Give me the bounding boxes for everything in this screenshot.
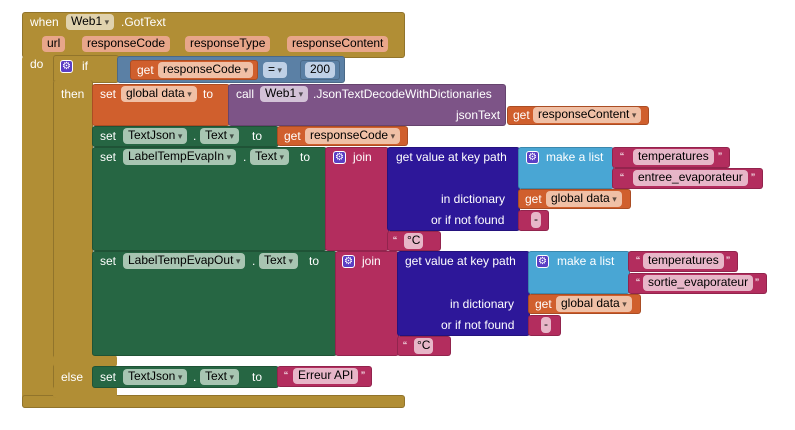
param-responseCode[interactable]: responseCode [82,36,171,52]
component-dropdown[interactable]: TextJson [123,128,188,144]
text-value[interactable]: entree_evaporateur [633,170,748,186]
param-url[interactable]: url [42,36,66,52]
set-label: set [100,150,117,164]
when-label: when [30,15,59,29]
not-found-label: or if not found [441,318,515,332]
component-dropdown[interactable]: LabelTempEvapOut [123,253,246,269]
text-value[interactable]: sortie_evaporateur [643,275,754,291]
text-value[interactable]: Erreur API [293,368,359,384]
call-component-dropdown[interactable]: Web1 [260,86,309,102]
dot-label: . [243,150,247,164]
mutator-gear-icon[interactable]: ⚙ [60,60,73,73]
component-dropdown[interactable]: LabelTempEvapIn [123,149,237,165]
method-label: .JsonTextDecodeWithDictionaries [313,87,492,101]
property-dropdown[interactable]: Text [200,369,240,385]
join-label: join [362,254,381,268]
get-value-at-key-path-block[interactable] [387,147,520,231]
make-list-label: make a list [557,254,615,268]
if-bottom [53,386,117,398]
dot-label: . [252,254,256,268]
get-label: get [535,297,552,311]
dot-label: . [193,129,197,143]
if-column [53,80,93,398]
var-dropdown[interactable]: global data [546,191,622,207]
in-dictionary-label: in dictionary [441,192,506,206]
set-label: set [100,87,117,101]
property-dropdown[interactable]: Text [250,149,290,165]
else-label: else [61,370,84,384]
mutator-gear-icon[interactable]: ⚙ [333,151,346,164]
var-dropdown[interactable]: global data [556,296,632,312]
set-label: set [100,370,117,384]
quote-icon: “ [636,276,640,290]
jsontext-label: jsonText [456,108,501,122]
text-value[interactable]: temperatures [643,253,724,269]
join-block[interactable] [325,147,389,251]
get-label: get [513,108,530,122]
text-value[interactable]: temperatures [633,149,714,165]
make-list-label: make a list [546,150,604,164]
quote-icon: “ [393,234,397,248]
quote-icon: “ [620,150,624,164]
quote-icon: ” [751,171,755,185]
operator-dropdown[interactable]: = [263,62,288,78]
to-label: to [203,87,214,101]
get-label: get [525,192,542,206]
property-dropdown[interactable]: Text [259,253,299,269]
to-label: to [252,129,263,143]
do-label: do [30,57,44,71]
var-dropdown[interactable]: responseContent [533,107,642,123]
text-value[interactable]: - [541,317,551,333]
quote-icon: ” [755,276,759,290]
property-dropdown[interactable]: Text [200,128,240,144]
mutator-gear-icon[interactable]: ⚙ [536,255,549,268]
set-label: set [100,254,117,268]
get-label: get [137,63,154,77]
quote-icon: ” [718,150,722,164]
get-label: get [284,129,301,143]
text-value[interactable]: °C [404,233,424,249]
key-path-label: get value at key path [405,254,516,268]
event-bottom [22,395,405,408]
to-label: to [309,254,320,268]
to-label: to [252,370,263,384]
quote-icon: “ [636,254,640,268]
in-dictionary-label: in dictionary [450,297,515,311]
number-value[interactable]: 200 [305,62,336,78]
mutator-gear-icon[interactable]: ⚙ [342,255,355,268]
to-label: to [300,150,311,164]
join-block[interactable] [335,251,399,356]
key-path-label: get value at key path [396,150,507,164]
if-label: if [82,59,88,73]
component-dropdown[interactable]: Web1 [66,14,115,30]
event-body-column [22,56,55,408]
component-dropdown[interactable]: TextJson [123,369,188,385]
quote-icon: “ [620,171,624,185]
quote-icon: ” [361,369,365,383]
make-a-list-block[interactable] [528,251,630,294]
param-responseType[interactable]: responseType [185,36,271,52]
mutator-gear-icon[interactable]: ⚙ [526,151,539,164]
if-else-bar [53,355,117,367]
text-value[interactable]: - [531,212,541,228]
var-dropdown[interactable]: responseCode [158,62,254,78]
not-found-label: or if not found [431,213,505,227]
dot-label: . [193,370,197,384]
join-label: join [353,150,372,164]
call-label: call [236,87,255,101]
global-var-dropdown[interactable]: global data [121,86,197,102]
quote-icon: “ [403,339,407,353]
param-responseContent[interactable]: responseContent [287,36,389,52]
quote-icon: “ [284,369,288,383]
event-name: .GotText [121,15,166,29]
quote-icon: ” [726,254,730,268]
text-value[interactable]: °C [414,338,434,354]
then-label: then [61,87,85,101]
set-label: set [100,129,117,143]
var-dropdown[interactable]: responseCode [305,128,401,144]
